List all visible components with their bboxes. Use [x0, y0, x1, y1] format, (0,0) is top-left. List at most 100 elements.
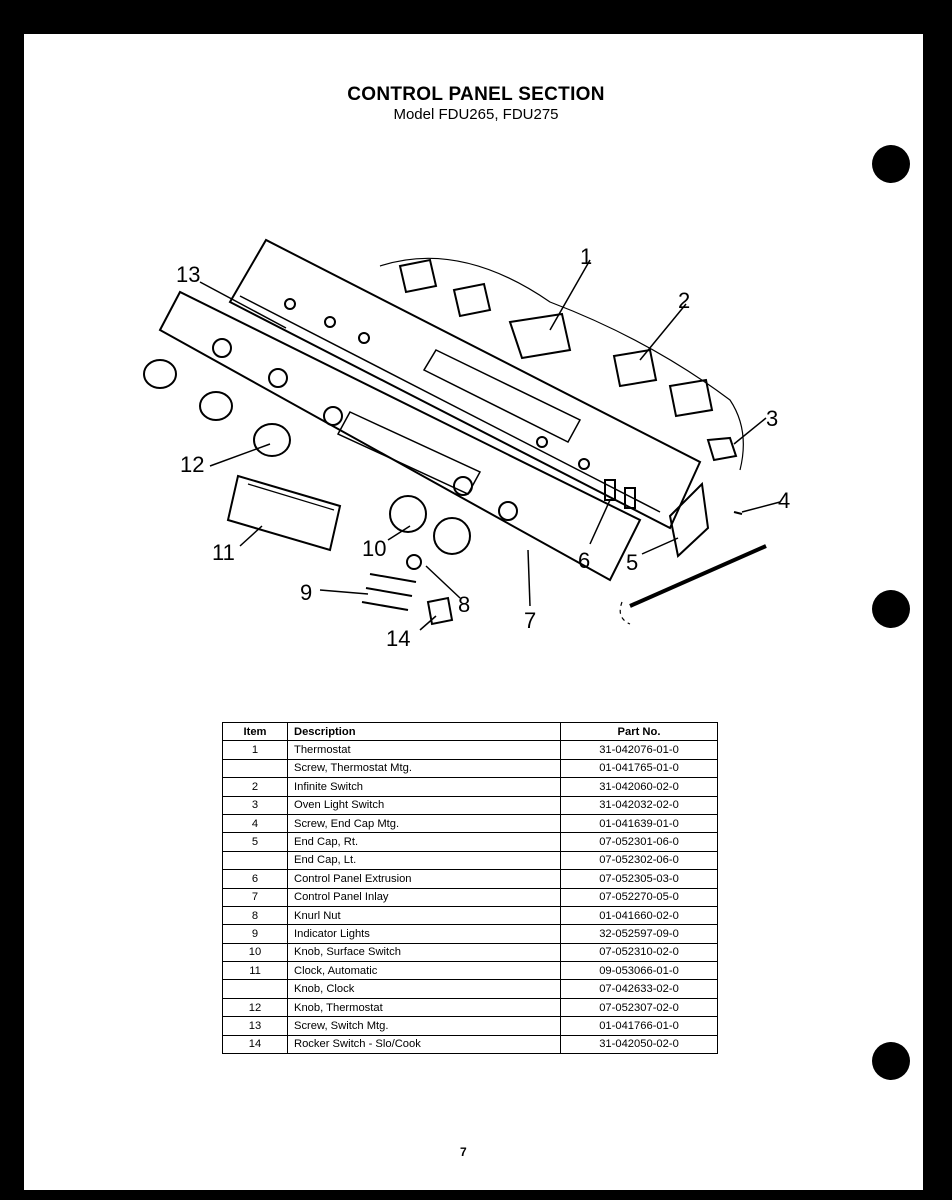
cell-description: Rocker Switch - Slo/Cook [287, 1034, 561, 1055]
page-title: CONTROL PANEL SECTION [347, 84, 605, 105]
table-header-row: Item Description Part No. [222, 721, 718, 742]
cell-item [222, 758, 288, 779]
binder-hole-top [872, 145, 910, 183]
column-header-part-no: Part No. [560, 721, 718, 742]
cell-description: Knurl Nut [287, 905, 561, 926]
cell-description: Screw, End Cap Mtg. [287, 813, 561, 834]
exploded-parts-diagram: 1 2 3 4 5 6 7 8 9 10 11 12 13 14 [143, 238, 790, 651]
cell-item [222, 850, 288, 871]
cell-part-no: 31-042060-02-0 [560, 777, 718, 797]
callout-12: 12 [180, 452, 204, 477]
clock [226, 474, 342, 552]
cell-item: 1 [222, 740, 288, 760]
cell-part-no: 09-053066-01-0 [560, 961, 718, 981]
cell-part-no: 07-052307-02-0 [560, 997, 718, 1018]
cell-description: Clock, Automatic [287, 961, 561, 981]
cell-description: Infinite Switch [287, 777, 561, 797]
cell-description: Knob, Thermostat [287, 997, 561, 1018]
cell-item: 2 [222, 777, 288, 797]
cell-description: Knob, Surface Switch [287, 942, 561, 963]
cell-part-no: 07-042633-02-0 [560, 979, 718, 999]
oven-light-switch [706, 436, 738, 462]
cell-part-no: 32-052597-09-0 [560, 924, 718, 944]
cell-item: 14 [222, 1034, 288, 1055]
callout-6: 6 [578, 548, 590, 573]
cell-part-no: 31-042050-02-0 [560, 1034, 718, 1055]
callout-2: 2 [678, 288, 690, 313]
cell-description: Oven Light Switch [287, 795, 561, 815]
table-row: Screw, Thermostat Mtg.01-041765-01-0 [222, 758, 718, 779]
cell-item: 9 [222, 924, 288, 944]
cell-description: Screw, Switch Mtg. [287, 1016, 561, 1036]
cell-description: Indicator Lights [287, 924, 561, 944]
cell-description: End Cap, Rt. [287, 832, 561, 852]
cell-part-no: 31-042076-01-0 [560, 740, 718, 760]
cell-part-no: 07-052310-02-0 [560, 942, 718, 963]
binder-hole-bottom [872, 1042, 910, 1080]
callout-13: 13 [176, 262, 200, 287]
cell-item: 11 [222, 961, 288, 981]
cell-part-no: 07-052305-03-0 [560, 869, 718, 889]
cell-part-no: 07-052270-05-0 [560, 887, 718, 907]
cell-description: Screw, Thermostat Mtg. [287, 758, 561, 779]
cell-item: 3 [222, 795, 288, 815]
cell-description: Control Panel Inlay [287, 887, 561, 907]
page-number: 7 [460, 1145, 467, 1159]
cell-item: 5 [222, 832, 288, 852]
callout-9: 9 [300, 580, 312, 605]
cell-description: Control Panel Extrusion [287, 869, 561, 889]
callout-14: 14 [386, 626, 410, 651]
control-panel-extrusion [228, 238, 702, 530]
callout-8: 8 [458, 592, 470, 617]
callout-4: 4 [778, 488, 790, 513]
cell-item [222, 979, 288, 999]
binder-hole-middle [872, 590, 910, 628]
column-header-item: Item [222, 721, 288, 742]
cell-part-no: 31-042032-02-0 [560, 795, 718, 815]
infinite-switch [612, 348, 658, 388]
cell-item: 8 [222, 905, 288, 926]
cell-part-no: 01-041639-01-0 [560, 813, 718, 834]
callout-3: 3 [766, 406, 778, 431]
thermostat [508, 312, 572, 360]
cell-part-no: 01-041765-01-0 [560, 758, 718, 779]
cell-description: Thermostat [287, 740, 561, 760]
control-panel-inlay [158, 290, 642, 582]
cell-item: 13 [222, 1016, 288, 1036]
callout-5: 5 [626, 550, 638, 575]
cell-part-no: 07-052302-06-0 [560, 850, 718, 871]
callout-7: 7 [524, 608, 536, 633]
end-cap [668, 481, 710, 558]
column-header-description: Description [287, 721, 561, 742]
page-subtitle: Model FDU265, FDU275 [393, 106, 559, 123]
cell-part-no: 01-041660-02-0 [560, 905, 718, 926]
cell-part-no: 07-052301-06-0 [560, 832, 718, 852]
cell-item: 12 [222, 997, 288, 1018]
cell-item: 7 [222, 887, 288, 907]
cell-description: End Cap, Lt. [287, 850, 561, 871]
rocker-switch [426, 596, 454, 626]
cell-item: 6 [222, 869, 288, 889]
callout-1: 1 [580, 244, 592, 269]
cell-item: 4 [222, 813, 288, 834]
cell-item: 10 [222, 942, 288, 963]
callout-10: 10 [362, 536, 386, 561]
cell-part-no: 01-041766-01-0 [560, 1016, 718, 1036]
table-row: End Cap, Lt.07-052302-06-0 [222, 850, 718, 871]
